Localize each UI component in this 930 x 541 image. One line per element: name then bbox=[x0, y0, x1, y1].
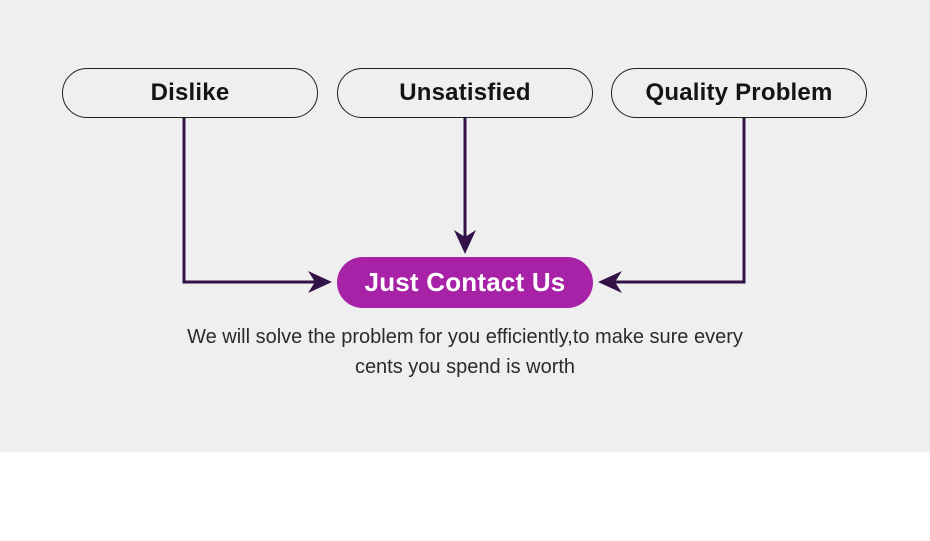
caption-line-2: cents you spend is worth bbox=[354, 356, 576, 378]
caption: We will solve the problem for you effici… bbox=[0, 322, 930, 382]
just-contact-us-button[interactable]: Just Contact Us bbox=[337, 257, 593, 308]
node-unsatisfied: Unsatisfied bbox=[337, 68, 593, 118]
node-quality-problem-label: Quality Problem bbox=[645, 79, 833, 106]
diagram-panel: Dislike Unsatisfied Quality Problem Just… bbox=[0, 0, 930, 452]
caption-line-1: We will solve the problem for you effici… bbox=[187, 326, 743, 348]
arrow-dislike-to-contact bbox=[182, 117, 332, 293]
arrow-unsatisfied-to-contact bbox=[454, 117, 476, 254]
node-dislike: Dislike bbox=[62, 68, 318, 118]
arrow-quality-to-contact bbox=[598, 117, 746, 293]
just-contact-us-label: Just Contact Us bbox=[364, 267, 566, 297]
node-unsatisfied-label: Unsatisfied bbox=[399, 79, 531, 106]
node-dislike-label: Dislike bbox=[150, 79, 230, 106]
node-quality-problem: Quality Problem bbox=[611, 68, 867, 118]
